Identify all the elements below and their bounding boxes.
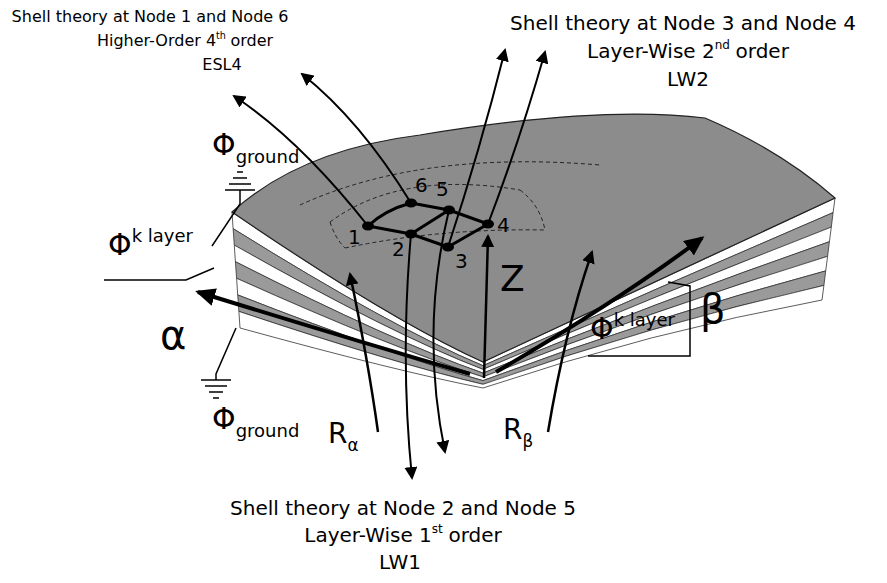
node-number: 6	[415, 173, 428, 197]
potential-label-line: Φground	[212, 402, 299, 437]
node-number-line: 3	[455, 250, 468, 273]
callout-text-line: LW1	[379, 551, 421, 574]
axis-label-line: β	[700, 286, 726, 332]
potential-label: ground	[236, 420, 300, 441]
callout-text: ESL4	[202, 55, 241, 74]
node-number: 3	[455, 249, 468, 273]
node-number-line: 4	[497, 214, 510, 237]
radius-label-line: Rβ	[503, 414, 533, 446]
potential-label-line: Φground	[212, 128, 299, 163]
potential-label-line: Φk layer	[590, 312, 675, 347]
callout-arrows	[234, 50, 545, 478]
node-number: 1	[348, 225, 361, 249]
node-number: 4	[497, 213, 510, 237]
electrode-wires	[104, 172, 690, 398]
callout-text-line: LW2	[667, 68, 709, 91]
potential-label: ground	[236, 146, 300, 167]
axis-label: β	[700, 286, 726, 332]
radius-label: α	[347, 435, 358, 455]
callout-text: Shell theory at Node 1 and Node 6	[12, 7, 289, 26]
axis-label: Z	[500, 258, 525, 299]
top-surface	[232, 114, 835, 362]
callout-text-line: ESL4	[202, 56, 241, 74]
callout-text-line: Shell theory at Node 2 and Node 5	[230, 497, 576, 520]
axis-label-line: α	[160, 312, 186, 358]
node-number-line: 6	[415, 174, 428, 197]
axis-label: α	[160, 312, 186, 358]
callout-text-line: Higher-Order 4thorder	[97, 32, 273, 50]
callout-text: nd	[715, 38, 730, 52]
callout-text: Shell theory at Node 3 and Node 4	[510, 11, 856, 35]
element-outline	[300, 162, 600, 248]
callout-text: LW2	[667, 67, 709, 91]
potential-label: k layer	[614, 309, 675, 330]
callout-text: order	[736, 39, 789, 63]
potential-label: Φ	[212, 127, 236, 162]
callout-text-line: Shell theory at Node 1 and Node 6	[12, 8, 289, 26]
callout-text: th	[216, 30, 226, 41]
radius-label: R	[503, 413, 522, 446]
node-number: 5	[436, 177, 449, 201]
radius-label: β	[522, 431, 533, 451]
node-dots	[362, 199, 494, 252]
axis-arrows	[198, 236, 702, 432]
callout-text-line: Layer-Wise 2ndorder	[587, 40, 789, 63]
callout-text-line: Shell theory at Node 3 and Node 4	[510, 12, 856, 35]
axis-label-line: Z	[500, 258, 525, 299]
callout-text: Layer-Wise 1	[304, 523, 432, 547]
node-number-line: 1	[348, 226, 361, 249]
callout-text-line: Layer-Wise 1storder	[304, 524, 502, 547]
potential-label: Φ	[212, 401, 236, 436]
callout-text: order	[230, 31, 273, 50]
node-number-line: 5	[436, 178, 449, 201]
radius-label-line: Rα	[328, 418, 359, 450]
potential-label: Φ	[108, 227, 132, 262]
callout-text: Higher-Order 4	[97, 31, 216, 50]
callout-text: order	[448, 523, 501, 547]
callout-text: LW1	[379, 550, 421, 574]
node-number: 2	[392, 237, 405, 261]
callout-text: st	[432, 522, 443, 536]
mesh-lines	[368, 203, 488, 247]
potential-label: Φ	[590, 311, 614, 346]
potential-label: k layer	[132, 225, 193, 246]
potential-label-line: Φk layer	[108, 228, 193, 263]
radius-label: R	[328, 417, 347, 450]
node-number-line: 2	[392, 238, 405, 261]
callout-text: Shell theory at Node 2 and Node 5	[230, 496, 576, 520]
callout-text: Layer-Wise 2	[587, 39, 715, 63]
